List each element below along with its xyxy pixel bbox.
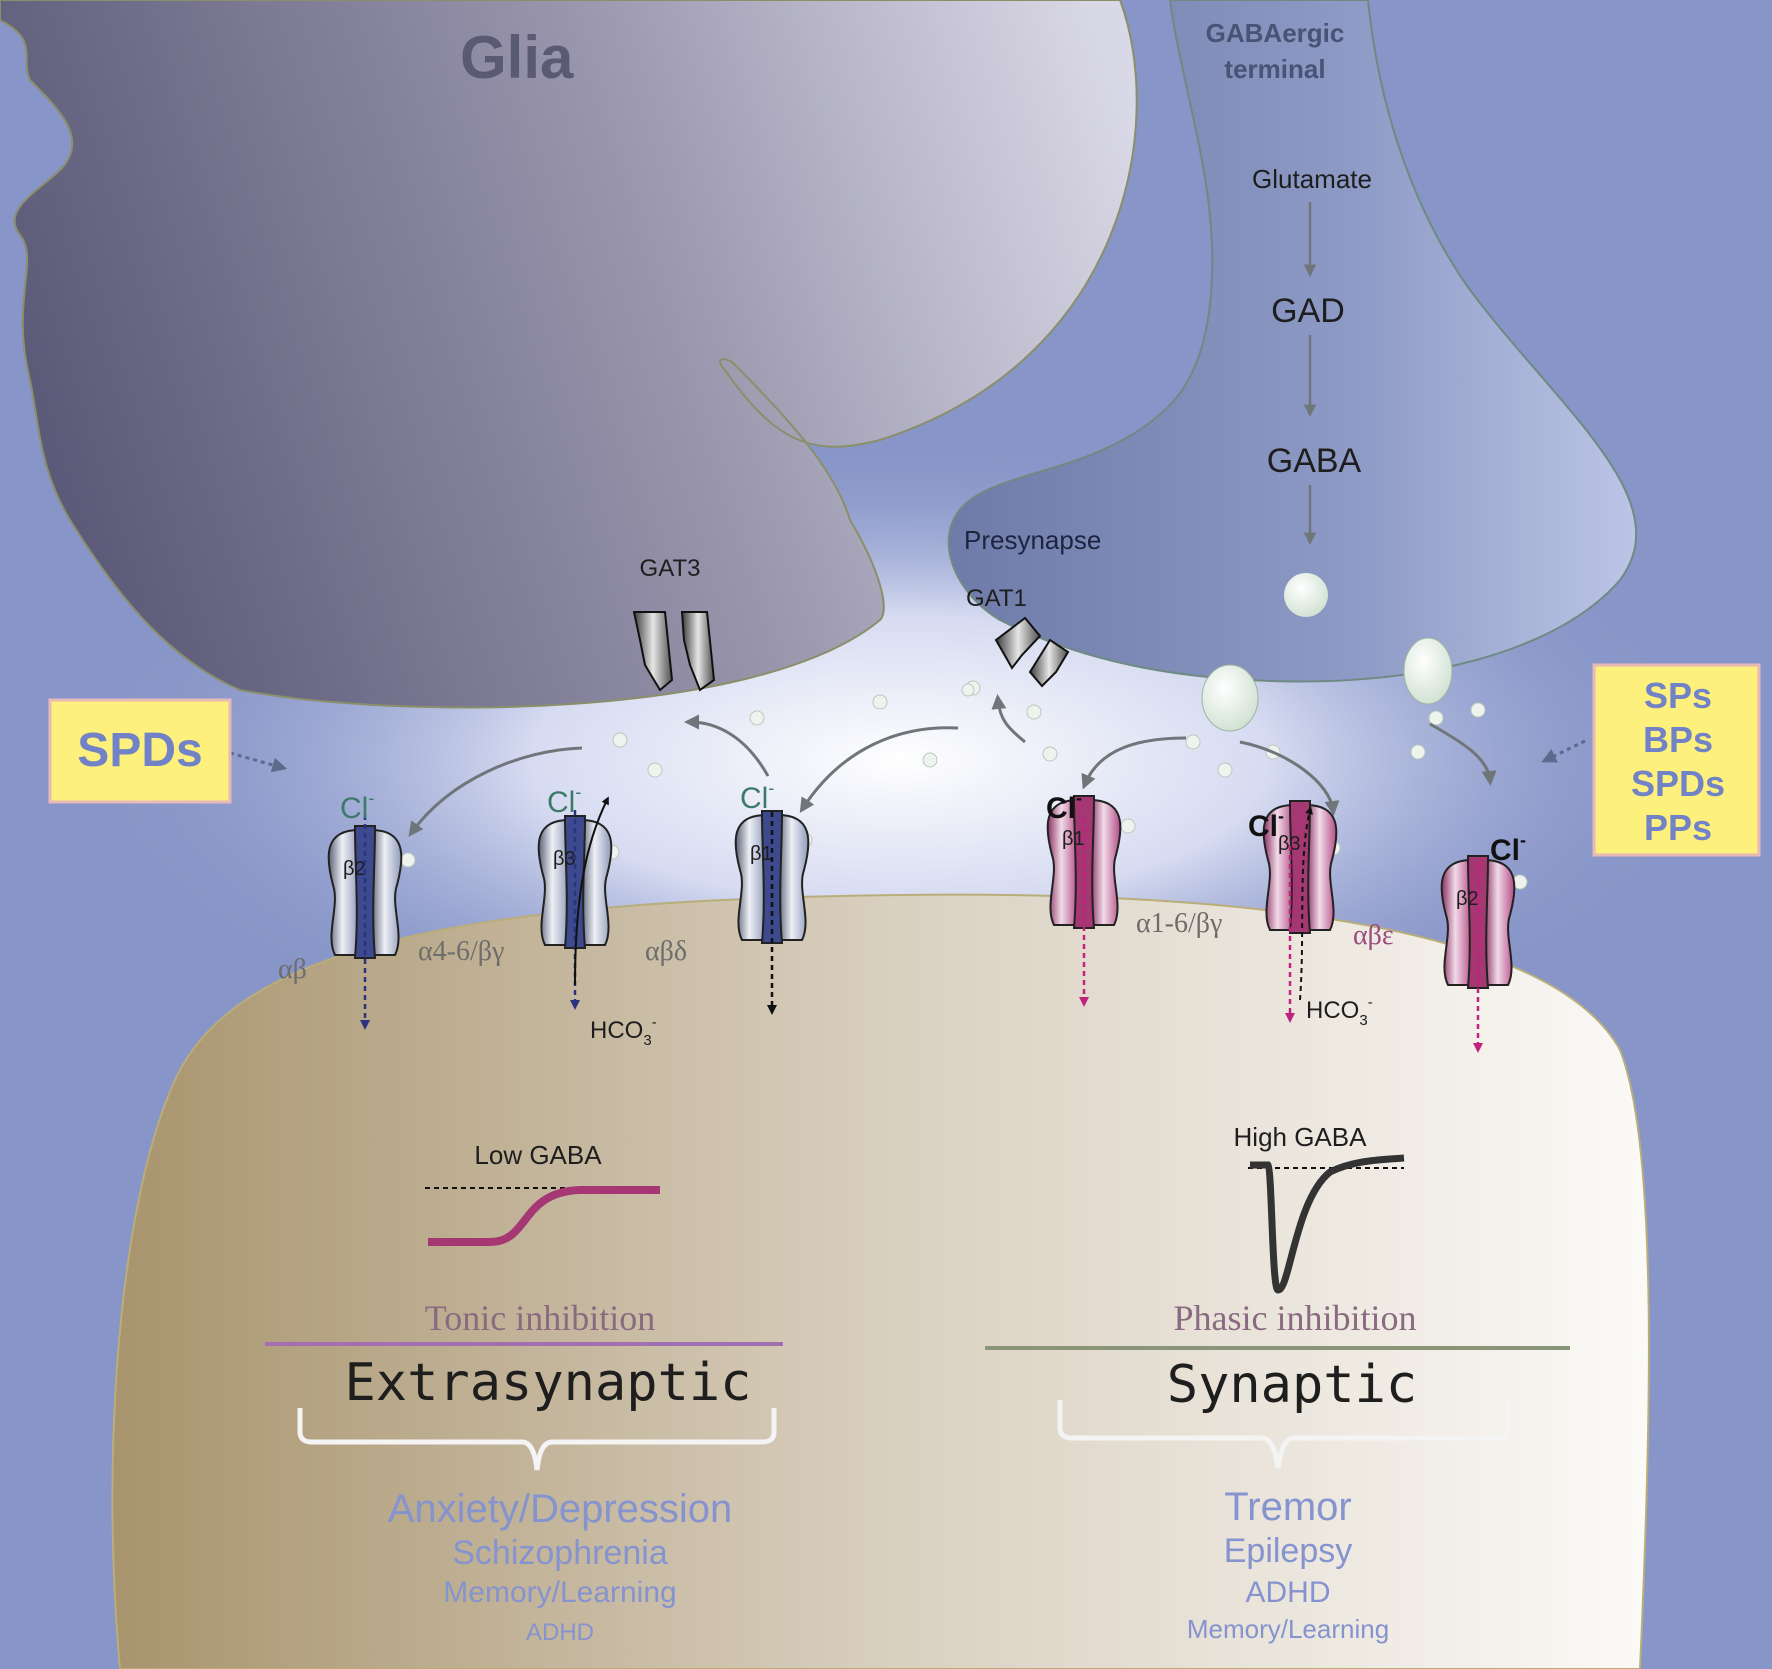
tonic-inhibition-label: Tonic inhibition <box>425 1298 655 1338</box>
gaba-a-receptor: β1 <box>1046 795 1122 929</box>
beta-subunit-label: β1 <box>1062 828 1085 850</box>
gaba-a-receptor: β3 <box>1262 800 1338 934</box>
condition-item: ADHD <box>526 1619 594 1646</box>
beta-subunit-label: β3 <box>1278 833 1301 855</box>
gaba-vesicle <box>1201 664 1259 732</box>
abe-label: αβε <box>1353 920 1394 951</box>
postsynaptic-neuron <box>111 893 1650 1669</box>
a46bg-label: α4-6/βγ <box>418 936 504 967</box>
condition-item: Memory/Learning <box>443 1576 676 1609</box>
condition-item: Anxiety/Depression <box>388 1487 733 1531</box>
glutamate-label: Glutamate <box>1252 164 1372 194</box>
drugs-action-arrow <box>1541 739 1586 763</box>
gabaergic-terminal <box>947 0 1638 683</box>
chloride-ion-label: Cl- <box>340 788 374 825</box>
drug-list-item: SPs <box>1644 675 1712 716</box>
condition-item: Memory/Learning <box>1187 1614 1389 1644</box>
gaba-flow-arrows <box>408 694 1497 837</box>
synaptic-brace <box>1057 1400 1511 1469</box>
extrasynaptic-label: Extrasynaptic <box>345 1353 752 1413</box>
gad-label: GAD <box>1271 292 1345 330</box>
extrasynaptic-brace <box>297 1408 777 1471</box>
gat3-transporter <box>632 611 716 692</box>
a16bg-label: α1-6/βγ <box>1136 908 1222 939</box>
drug-list-item: PPs <box>1644 807 1712 848</box>
tonic-current-trace <box>425 1186 660 1246</box>
chloride-ion-label: Cl- <box>547 782 581 819</box>
gaba-a-receptor: β2 <box>1440 855 1516 989</box>
condition-item: Epilepsy <box>1224 1532 1353 1570</box>
beta-subunit-label: β2 <box>1456 888 1479 910</box>
spds-box <box>48 698 232 804</box>
low-gaba-label: Low GABA <box>474 1140 602 1170</box>
gaba-molecules <box>400 680 1528 890</box>
chloride-ion-label: Cl- <box>1248 806 1284 843</box>
svg-text:HCO3-: HCO3- <box>1306 994 1373 1029</box>
condition-item: Schizophrenia <box>452 1534 668 1572</box>
condition-item: Tremor <box>1224 1485 1351 1529</box>
gat1-transporter <box>994 616 1070 688</box>
beta-subunit-label: β1 <box>750 843 773 865</box>
receptors: β2 β3 β1 β1 β3 β2 <box>327 795 1516 989</box>
chloride-flux <box>360 796 1483 1053</box>
drug-list-box <box>1592 663 1761 857</box>
high-gaba-label: High GABA <box>1234 1122 1368 1152</box>
extrasynaptic-conditions: Anxiety/DepressionSchizophreniaMemory/Le… <box>388 1487 733 1646</box>
phasic-inhibition-label: Phasic inhibition <box>1174 1298 1417 1338</box>
svg-text:HCO3-: HCO3- <box>590 1014 657 1049</box>
presynapse-label: Presynapse <box>964 525 1101 555</box>
synaptic-label: Synaptic <box>1167 1355 1417 1415</box>
chloride-labels: Cl- Cl- Cl- Cl- Cl- Cl- <box>340 778 1526 867</box>
chloride-ion-label: Cl- <box>1490 830 1526 867</box>
spds-action-arrow <box>229 751 288 773</box>
phasic-current-trace <box>1248 1154 1405 1294</box>
terminal-label-line1: GABAergic <box>1206 18 1345 48</box>
chloride-ion-label: Cl- <box>740 778 774 815</box>
drug-list-item: BPs <box>1643 719 1713 760</box>
beta-subunit-label: β2 <box>343 858 366 880</box>
gaba-label: GABA <box>1267 442 1362 480</box>
drug-list-item: SPDs <box>1631 763 1725 804</box>
gaba-vesicle <box>1284 573 1328 617</box>
gat3-label: GAT3 <box>640 555 701 582</box>
spds-label: SPDs <box>77 724 202 777</box>
abd-label: αβδ <box>645 936 687 967</box>
glia-label: Glia <box>460 24 574 91</box>
beta-subunit-label: β3 <box>553 848 576 870</box>
hco3-label-right: HCO3- <box>1306 994 1373 1029</box>
gat1-label: GAT1 <box>966 585 1027 612</box>
hco3-label-left: HCO3- <box>590 1014 657 1049</box>
ab-label: αβ <box>278 954 307 985</box>
gaba-vesicle <box>1403 637 1453 705</box>
condition-item: ADHD <box>1245 1576 1330 1609</box>
terminal-label-line2: terminal <box>1224 54 1325 84</box>
chloride-ion-label: Cl- <box>1046 788 1082 825</box>
glia-cell <box>0 0 1138 709</box>
